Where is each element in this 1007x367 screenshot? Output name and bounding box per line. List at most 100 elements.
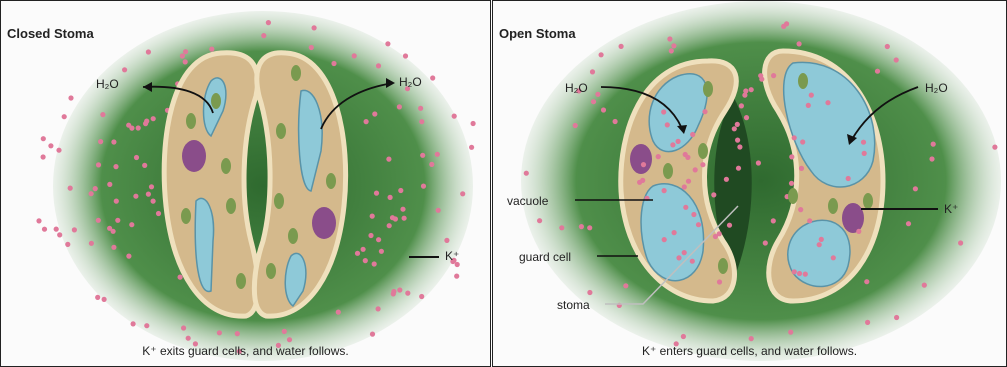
potassium-ion-dot <box>136 125 141 130</box>
potassium-ion-dot <box>111 139 116 144</box>
potassium-ion-dot <box>665 122 670 127</box>
potassium-ion-dot <box>819 237 824 242</box>
open-stoma-illustration <box>493 1 1007 367</box>
potassium-ion-dot <box>57 232 62 237</box>
potassium-ion-dot <box>111 245 116 250</box>
potassium-ion-dot <box>364 119 369 124</box>
potassium-ion-dot <box>573 123 578 128</box>
potassium-ion-dot <box>41 154 46 159</box>
potassium-ion-dot <box>235 331 240 336</box>
potassium-ion-dot <box>126 123 131 128</box>
potassium-ion-dot <box>429 162 434 167</box>
potassium-ion-dot <box>54 227 59 232</box>
potassium-ion-dot <box>95 295 100 300</box>
potassium-ion-dot <box>737 144 742 149</box>
potassium-ion-dot <box>693 167 698 172</box>
potassium-ion-dot <box>452 114 457 119</box>
potassium-ion-dot <box>180 53 185 58</box>
potassium-ion-dot <box>727 223 732 228</box>
nucleus <box>312 207 336 239</box>
potassium-ion-dot <box>151 199 156 204</box>
potassium-ion-dot <box>403 53 408 58</box>
potassium-ion-dot <box>861 140 866 145</box>
potassium-ion-dot <box>691 212 696 217</box>
potassium-ion-dot <box>788 330 793 335</box>
potassium-ion-dot <box>672 230 677 235</box>
potassium-ion-dot <box>151 116 156 121</box>
potassium-ion-dot <box>763 240 768 245</box>
potassium-ion-dot <box>717 231 722 236</box>
potassium-ion-dot <box>435 152 440 157</box>
potassium-ion-dot <box>391 289 396 294</box>
potassium-ion-dot <box>402 216 407 221</box>
potassium-ion-dot <box>676 255 681 260</box>
potassium-ion-dot <box>758 73 763 78</box>
potassium-ion-dot <box>931 142 936 147</box>
potassium-ion-dot <box>749 336 754 341</box>
potassium-ion-dot <box>355 251 360 256</box>
potassium-ion-dot <box>601 107 606 112</box>
nucleus <box>842 203 864 233</box>
potassium-ion-dot <box>732 126 737 131</box>
potassium-ion-dot <box>789 181 794 186</box>
potassium-ion-dot <box>724 177 729 182</box>
potassium-ion-dot <box>122 67 127 72</box>
potassium-ion-dot <box>579 224 584 229</box>
potassium-ion-dot <box>683 205 688 210</box>
potassium-ion-dot <box>671 43 676 48</box>
potassium-ion-dot <box>266 20 271 25</box>
potassium-ion-dot <box>524 171 529 176</box>
potassium-ion-dot <box>430 75 435 80</box>
potassium-ion-dot <box>398 188 403 193</box>
potassium-ion-dot <box>613 119 618 124</box>
potassium-ion-dot <box>370 214 375 219</box>
potassium-ion-dot <box>690 132 695 137</box>
water-label-right: H₂O <box>399 75 422 89</box>
potassium-ion-dot <box>372 261 377 266</box>
potassium-ion-dot <box>178 275 183 280</box>
potassium-ion-dot <box>700 162 705 167</box>
potassium-ion-dot <box>65 242 70 247</box>
potassium-ion-dot <box>156 211 161 216</box>
potassium-ion-dot <box>807 218 812 223</box>
potassium-ion-dot <box>62 114 67 119</box>
potassium-ion-dot <box>797 271 802 276</box>
vacuole <box>788 220 850 286</box>
potassium-ion-dot <box>372 111 377 116</box>
potassium-ion-dot <box>48 143 53 148</box>
potassium-ion-dot <box>460 191 465 196</box>
potassium-ion-dot <box>282 329 287 334</box>
potassium-ion-dot <box>662 188 667 193</box>
potassium-ion-dot <box>682 184 687 189</box>
potassium-ion-dot <box>749 87 754 92</box>
potassium-ion-dot <box>789 154 794 159</box>
potassium-ion-dot <box>809 93 814 98</box>
potassium-ion-dot <box>702 109 707 114</box>
potassium-ion-dot <box>771 73 776 78</box>
potassium-ion-dot <box>667 36 672 41</box>
potassium-ion-dot <box>736 166 741 171</box>
potassium-ion-dot <box>100 112 105 117</box>
potassium-ion-dot <box>817 242 822 247</box>
potassium-ion-dot <box>142 163 147 168</box>
potassium-ion-dot <box>183 49 188 54</box>
potassium-ion-dot <box>894 315 899 320</box>
potassium-ion-dot <box>685 155 690 160</box>
potassium-ion-dot <box>336 310 341 315</box>
potassium-ion-dot <box>454 274 459 279</box>
potassium-ion-dot <box>368 233 373 238</box>
potassium-ion-dot <box>864 279 869 284</box>
potassium-ion-dot <box>587 225 592 230</box>
potassium-ion-dot <box>559 225 564 230</box>
potassium-ion-dot <box>115 218 120 223</box>
potassium-ion-dot <box>798 207 803 212</box>
potassium-ion-dot <box>287 337 292 342</box>
potassium-ion-dot <box>146 49 151 54</box>
potassium-ion-dot <box>186 336 191 341</box>
potassium-ion-dot <box>803 272 808 277</box>
potassium-ion-dot <box>797 41 802 46</box>
potassium-label: K⁺ <box>944 202 958 216</box>
potassium-ion-dot <box>739 103 744 108</box>
potassium-ion-dot <box>686 179 691 184</box>
